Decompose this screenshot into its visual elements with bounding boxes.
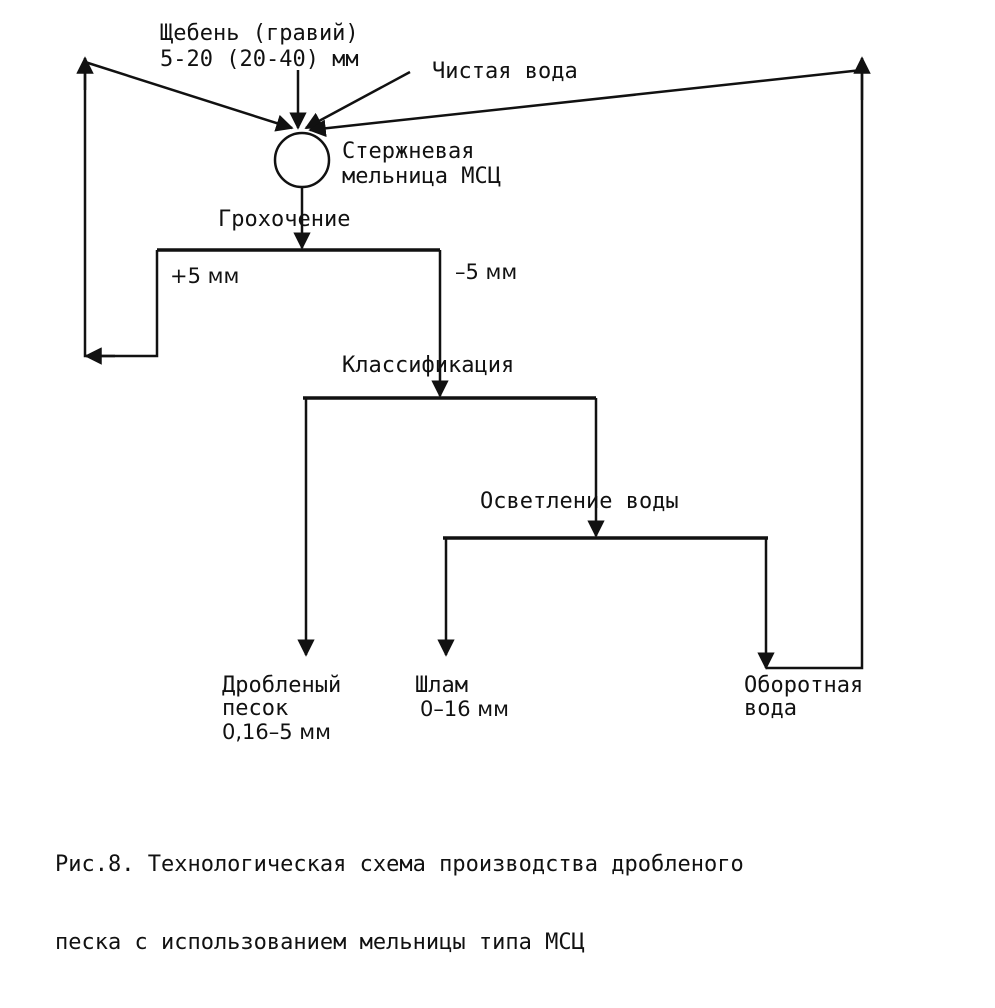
- classification-label: Классификация: [342, 353, 515, 378]
- sand-label-line2: песок: [222, 696, 289, 721]
- sand-label-line1: Дробленый: [222, 673, 342, 698]
- undersize-label: –5 мм: [455, 260, 518, 284]
- rod-mill-circle: [273, 131, 331, 189]
- sludge-label-line1: Шлам: [415, 673, 468, 698]
- caption-line1: Рис.8. Технологическая схема производств…: [55, 852, 744, 877]
- mill-label-line1: Стержневая: [342, 139, 475, 164]
- clarification-label: Осветление воды: [480, 489, 679, 514]
- clean-water-arrow: [304, 70, 411, 130]
- gravel-label-line1: Щебень (гравий): [160, 21, 359, 46]
- flow-diagram: Щебень (гравий) 5-20 (20-40) мм Чистая в…: [55, 21, 871, 955]
- oversize-recycle-line: [83, 60, 159, 358]
- caption-line2: песка с использованием мельницы типа МСЦ: [55, 930, 585, 955]
- clean-water-label: Чистая вода: [432, 59, 578, 84]
- gravel-label-line2: 5-20 (20-40) мм: [160, 47, 359, 72]
- sand-label-line3: 0,16–5 мм: [222, 720, 331, 744]
- return-water-loop: [766, 62, 864, 670]
- sludge-label-line2: 0–16 мм: [420, 697, 509, 721]
- water-label-line1: Оборотная: [744, 673, 864, 698]
- recycle-feed-arrow: [84, 60, 294, 132]
- screening-label: Грохочение: [218, 207, 351, 232]
- water-label-line2: вода: [744, 696, 797, 721]
- figure-caption: Рис.8. Технологическая схема производств…: [55, 800, 955, 1008]
- return-water-arrow: [308, 68, 863, 137]
- diagram-lines: [76, 56, 871, 670]
- oversize-label: +5 мм: [170, 264, 240, 288]
- mill-label-line2: мельница МСЦ: [342, 164, 501, 189]
